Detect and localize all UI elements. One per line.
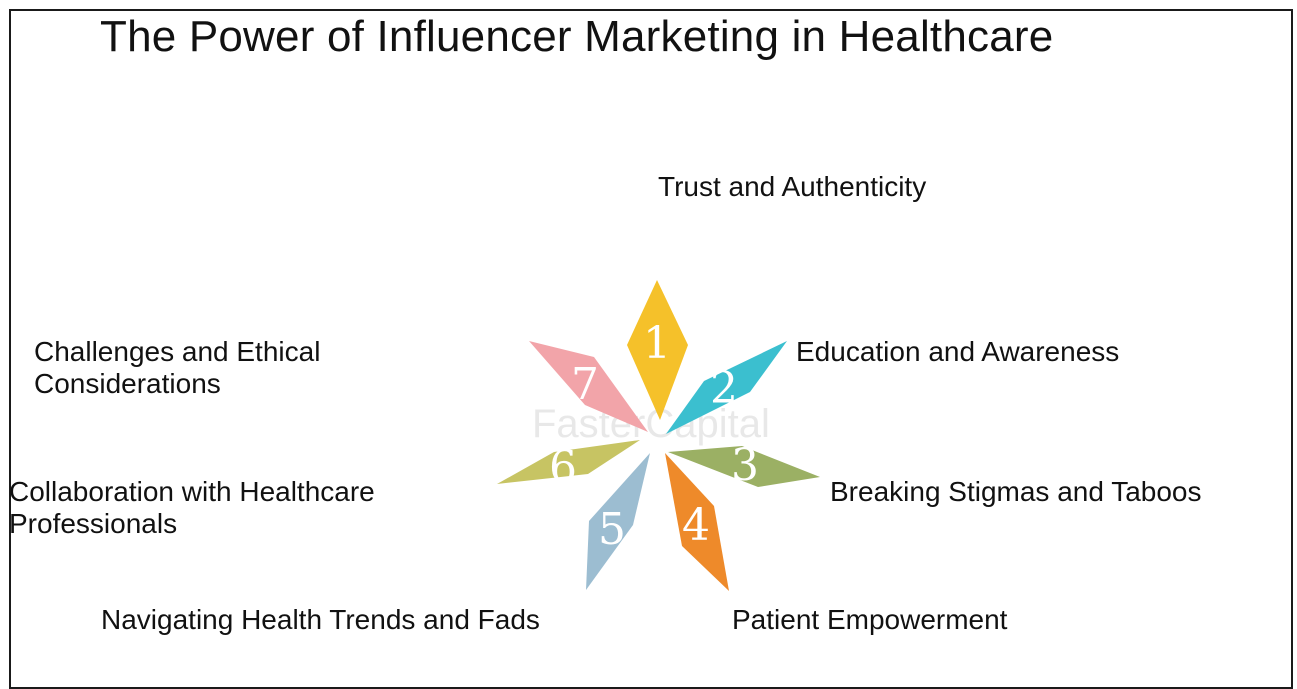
label-collaboration-healthcare: Collaboration with Healthcare Profession… [9,476,375,539]
label-trust-and-authenticity: Trust and Authenticity [658,171,927,202]
label-breaking-stigmas: Breaking Stigmas and Taboos [830,476,1202,507]
label-education-and-awareness: Education and Awareness [796,336,1120,367]
page-title: The Power of Influencer Marketing in Hea… [100,12,1054,61]
label-navigating-health-trends: Navigating Health Trends and Fads [101,604,540,635]
label-challenges-ethical: Challenges and Ethical Considerations [34,336,321,399]
label-patient-empowerment: Patient Empowerment [732,604,1008,635]
